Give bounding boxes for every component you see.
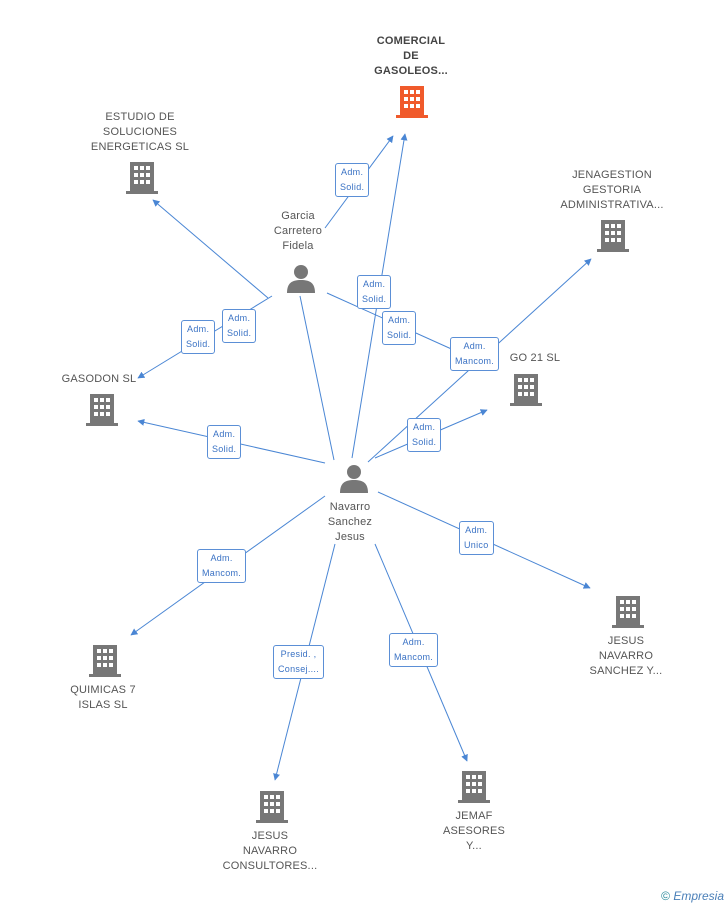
relation-label[interactable]: Adm. Mancom. bbox=[197, 549, 247, 583]
jesus-sanchez-building-icon[interactable] bbox=[612, 594, 644, 628]
brand-logo: Empresia bbox=[673, 889, 724, 903]
edge-garcia-estudio bbox=[152, 199, 269, 299]
jenagestion-building-icon[interactable] bbox=[597, 218, 629, 252]
relation-label[interactable]: Adm. Solid. bbox=[357, 275, 392, 309]
navarro-person-icon[interactable] bbox=[339, 464, 369, 494]
quimicas-building-icon[interactable] bbox=[89, 643, 121, 677]
relation-label[interactable]: Adm. Solid. bbox=[181, 320, 216, 354]
relation-label[interactable]: Adm. Mancom. bbox=[450, 337, 500, 371]
relation-label[interactable]: Adm. Solid. bbox=[382, 311, 417, 345]
jemaf-label[interactable]: JEMAF ASESORES Y... bbox=[442, 810, 506, 852]
gasodon-building-icon[interactable] bbox=[86, 392, 118, 426]
relation-label[interactable]: Adm. Solid. bbox=[222, 309, 257, 343]
go21-building-icon[interactable] bbox=[510, 372, 542, 406]
consultores-building-icon[interactable] bbox=[256, 789, 288, 823]
comercial-label[interactable]: COMERCIAL DE GASOLEOS... bbox=[374, 35, 448, 77]
relation-label[interactable]: Adm. Solid. bbox=[335, 163, 370, 197]
relation-label[interactable]: Adm. Mancom. bbox=[389, 633, 439, 667]
edge-garcia-center bbox=[299, 295, 335, 461]
garcia-label[interactable]: Garcia Carretero Fidela bbox=[273, 210, 323, 252]
estudio-building-icon[interactable] bbox=[126, 160, 158, 194]
navarro-label[interactable]: Navarro Sanchez Jesus bbox=[327, 501, 373, 543]
gasodon-label[interactable]: GASODON SL bbox=[61, 373, 137, 385]
jemaf-building-icon[interactable] bbox=[458, 769, 490, 803]
estudio-label[interactable]: ESTUDIO DE SOLUCIONES ENERGETICAS SL bbox=[90, 111, 190, 153]
footer-brand[interactable]: © Empresia bbox=[661, 889, 724, 903]
relation-label[interactable]: Adm. Solid. bbox=[207, 425, 242, 459]
comercial-building-icon[interactable] bbox=[396, 84, 428, 118]
go21-label[interactable]: GO 21 SL bbox=[509, 352, 561, 364]
jenagestion-label[interactable]: JENAGESTION GESTORIA ADMINISTRATIVA... bbox=[560, 169, 664, 211]
jesus-sanchez-label[interactable]: JESUS NAVARRO SANCHEZ Y... bbox=[589, 635, 663, 677]
consultores-label[interactable]: JESUS NAVARRO CONSULTORES... bbox=[222, 830, 318, 872]
relation-label[interactable]: Adm. Unico bbox=[459, 521, 494, 555]
relation-label[interactable]: Presid. , Consej.... bbox=[273, 645, 325, 679]
quimicas-label[interactable]: QUIMICAS 7 ISLAS SL bbox=[70, 684, 136, 711]
relation-label[interactable]: Adm. Solid. bbox=[407, 418, 442, 452]
garcia-person-icon[interactable] bbox=[286, 264, 316, 294]
copyright-icon: © bbox=[661, 889, 670, 903]
